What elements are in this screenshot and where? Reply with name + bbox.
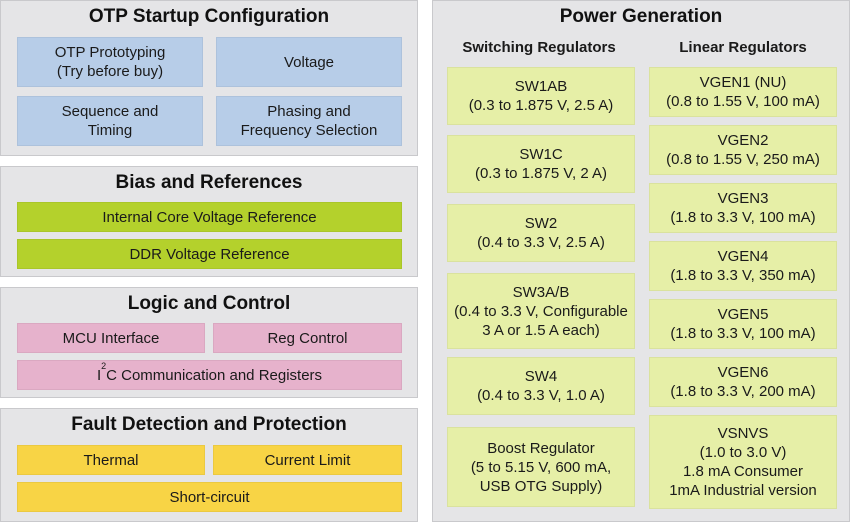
- regulator-line: (1.8 to 3.3 V, 200 mA): [670, 383, 816, 400]
- otp-panel: OTP Startup Configuration OTP Prototypin…: [0, 0, 418, 156]
- vgen4-regulator-box: VGEN4 (1.8 to 3.3 V, 350 mA): [649, 241, 837, 291]
- otp-prototyping-box: OTP Prototyping (Try before buy): [17, 37, 203, 87]
- thermal-box: Thermal: [17, 445, 205, 475]
- reg-control-box: Reg Control: [213, 323, 402, 353]
- bias-title: Bias and References: [115, 172, 303, 193]
- i2c-prefix: I: [96, 366, 102, 384]
- regulator-line: SW1C: [519, 146, 563, 163]
- regulator-line: SW3A/B: [512, 283, 570, 301]
- sw1ab-regulator-box: SW1AB (0.3 to 1.875 V, 2.5 A): [447, 67, 635, 125]
- ddr-voltage-reference-box: DDR Voltage Reference: [17, 239, 402, 269]
- regulator-line: VGEN1 (NU): [699, 74, 787, 91]
- regulator-line: (1.8 to 3.3 V, 100 mA): [670, 325, 816, 342]
- vgen1-regulator-box: VGEN1 (NU) (0.8 to 1.55 V, 100 mA): [649, 67, 837, 117]
- fault-panel: Fault Detection and Protection Thermal C…: [0, 408, 418, 522]
- short-circuit-box: Short-circuit: [17, 482, 402, 512]
- sw1c-regulator-box: SW1C (0.3 to 1.875 V, 2 A): [447, 135, 635, 193]
- i2c-superscript: 2: [101, 360, 107, 371]
- regulator-line: (0.4 to 3.3 V, 1.0 A): [477, 387, 605, 404]
- otp-item-line: Timing: [87, 122, 133, 139]
- regulator-line: VGEN2: [717, 132, 769, 149]
- bias-panel: Bias and References Internal Core Voltag…: [0, 166, 418, 277]
- otp-item-line: Voltage: [283, 53, 335, 71]
- regulator-line: (1.8 to 3.3 V, 350 mA): [670, 267, 816, 284]
- otp-item-line: Phasing and: [267, 103, 351, 120]
- logic-panel: Logic and Control MCU Interface Reg Cont…: [0, 287, 418, 398]
- regulator-line: 1.8 mA Consumer: [682, 463, 804, 480]
- voltage-box: Voltage: [216, 37, 402, 87]
- regulator-line: VGEN5: [717, 306, 769, 323]
- boost-regulator-box: Boost Regulator(5 to 5.15 V, 600 mA,USB …: [447, 427, 635, 507]
- power-panel: Power Generation Switching Regulators Li…: [432, 0, 850, 522]
- otp-item-line: Frequency Selection: [240, 122, 378, 139]
- i2c-suffix: C Communication and Registers: [106, 366, 323, 384]
- logic-title: Logic and Control: [127, 293, 291, 314]
- sw4-regulator-box: SW4 (0.4 to 3.3 V, 1.0 A): [447, 357, 635, 415]
- regulator-line: 1mA Industrial version: [669, 482, 817, 499]
- regulator-line: (0.8 to 1.55 V, 100 mA): [666, 93, 820, 110]
- regulator-line: (5 to 5.15 V, 600 mA,: [470, 458, 612, 476]
- regulator-line: 3 A or 1.5 A each): [482, 321, 600, 339]
- otp-item-line: Sequence and: [61, 103, 159, 120]
- regulator-line: (1.0 to 3.0 V): [699, 444, 787, 461]
- regulator-line: Boost Regulator: [487, 439, 595, 457]
- regulator-line: (0.3 to 1.875 V, 2.5 A): [468, 97, 614, 114]
- power-title: Power Generation: [559, 6, 723, 27]
- sw2-regulator-box: SW2 (0.4 to 3.3 V, 2.5 A): [447, 204, 635, 262]
- vsnvs-regulator-box: VSNVS (1.0 to 3.0 V) 1.8 mA Consumer 1mA In…: [649, 415, 837, 509]
- current-limit-box: Current Limit: [213, 445, 402, 475]
- regulator-line: SW1AB: [514, 78, 568, 95]
- regulator-line: VGEN3: [717, 190, 769, 207]
- vgen5-regulator-box: VGEN5 (1.8 to 3.3 V, 100 mA): [649, 299, 837, 349]
- vgen6-regulator-box: VGEN6 (1.8 to 3.3 V, 200 mA): [649, 357, 837, 407]
- regulator-line: USB OTG Supply): [479, 477, 603, 495]
- vgen2-regulator-box: VGEN2 (0.8 to 1.55 V, 250 mA): [649, 125, 837, 175]
- regulator-line: SW2: [524, 215, 558, 232]
- otp-title: OTP Startup Configuration: [88, 6, 330, 27]
- otp-item-line: (Try before buy): [56, 63, 164, 80]
- mcu-interface-box: MCU Interface: [17, 323, 205, 353]
- linear-regulators-heading: Linear Regulators: [679, 39, 807, 56]
- regulator-line: VGEN4: [717, 248, 769, 265]
- i2c-communication-box: I2C Communication and Registers: [17, 360, 402, 390]
- regulator-line: (1.8 to 3.3 V, 100 mA): [670, 209, 816, 226]
- fault-title: Fault Detection and Protection: [71, 414, 347, 435]
- internal-core-voltage-reference-box: Internal Core Voltage Reference: [17, 202, 402, 232]
- regulator-line: SW4: [524, 368, 558, 385]
- regulator-line: (0.4 to 3.3 V, 2.5 A): [477, 234, 605, 251]
- otp-item-line: OTP Prototyping: [54, 44, 166, 61]
- regulator-line: (0.8 to 1.55 V, 250 mA): [666, 151, 820, 168]
- regulator-line: (0.3 to 1.875 V, 2 A): [474, 165, 608, 182]
- switching-regulators-heading: Switching Regulators: [462, 39, 616, 56]
- regulator-line: VSNVS: [717, 425, 769, 442]
- regulator-line: (0.4 to 3.3 V, Configurable: [454, 302, 628, 320]
- vgen3-regulator-box: VGEN3 (1.8 to 3.3 V, 100 mA): [649, 183, 837, 233]
- regulator-line: VGEN6: [717, 364, 769, 381]
